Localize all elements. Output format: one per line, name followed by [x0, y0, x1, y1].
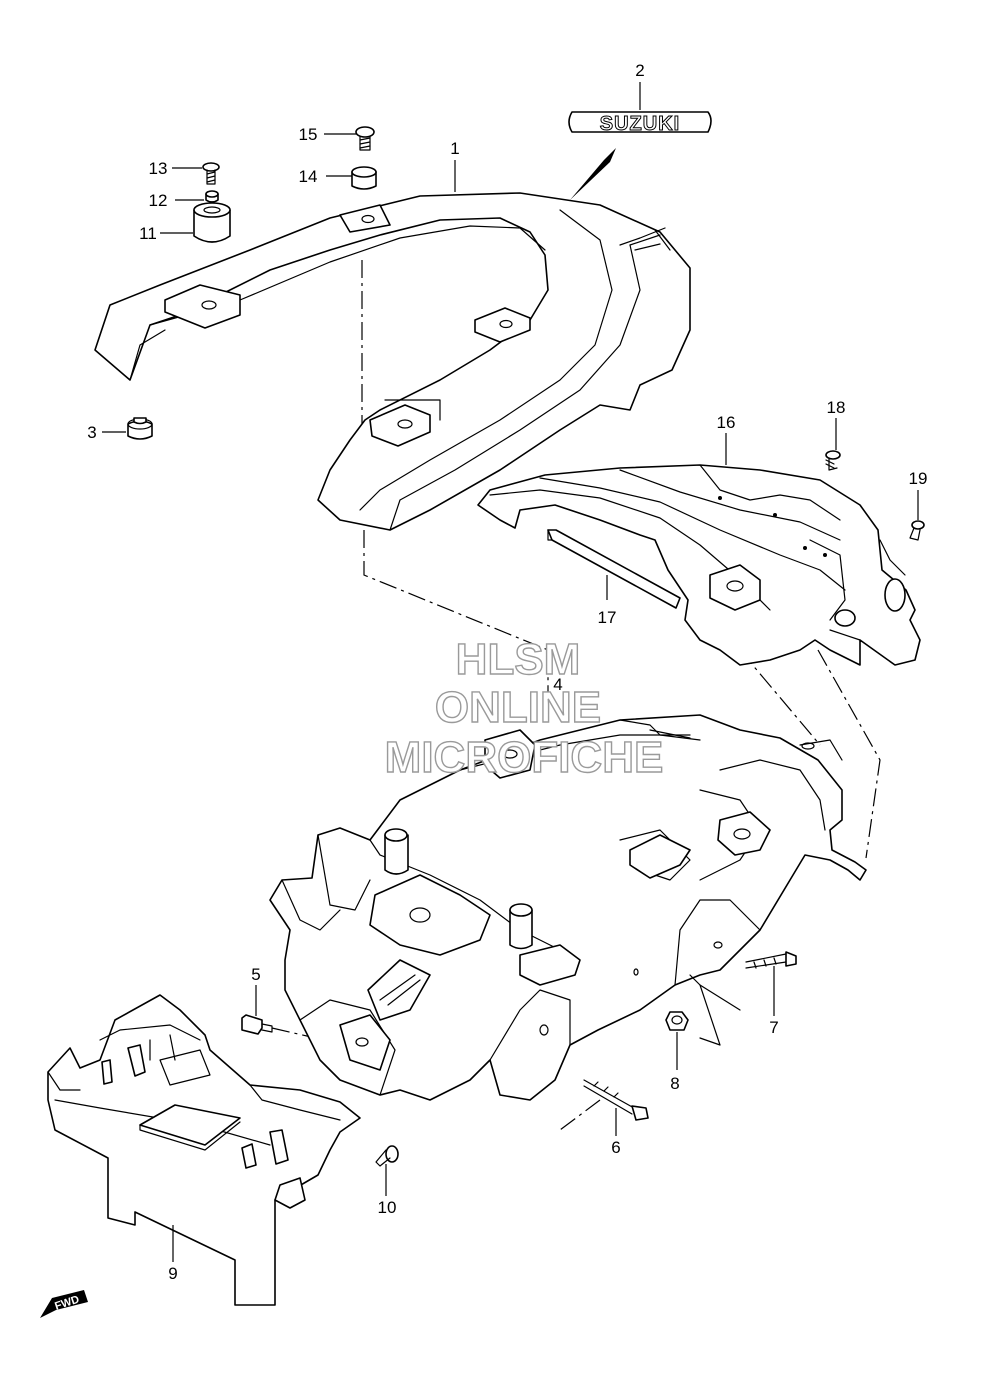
callout-numbers: 1 2 3 4 5 6 7 8 9 10 11 12 13 14 15 16 1… — [87, 61, 927, 1283]
part-13-screw — [202, 162, 220, 185]
callout-9: 9 — [168, 1264, 177, 1283]
part-19-screw — [909, 520, 925, 541]
part-18-screw — [825, 450, 841, 471]
part-3-cushion — [127, 417, 153, 440]
callout-16: 16 — [717, 413, 736, 432]
callout-14: 14 — [299, 167, 318, 186]
watermark-line-1: HLSM — [456, 635, 581, 684]
fwd-direction-arrow: FWD — [40, 1290, 88, 1318]
part-5-bolt — [241, 1014, 273, 1035]
callout-10: 10 — [378, 1198, 397, 1217]
callout-4: 4 — [553, 675, 562, 694]
part-12-spacer — [205, 190, 219, 203]
leader-lines — [102, 82, 919, 1262]
callout-15: 15 — [299, 125, 318, 144]
part-16-inner-fender — [477, 464, 921, 666]
callout-17: 17 — [598, 608, 617, 627]
callout-3: 3 — [87, 423, 96, 442]
part-6-bolt — [583, 1079, 649, 1121]
callout-12: 12 — [149, 191, 168, 210]
part-11-collar — [193, 202, 231, 243]
part-8-nut — [665, 1011, 689, 1031]
part-9-under-tray — [47, 994, 361, 1306]
part-7-bolt — [745, 951, 797, 969]
callout-6: 6 — [611, 1138, 620, 1157]
callout-13: 13 — [149, 159, 168, 178]
callout-5: 5 — [251, 965, 260, 984]
part-2-suzuki-emblem: SUZUKI — [568, 111, 712, 200]
part-14-grommet — [351, 166, 377, 190]
watermark-line-2: ONLINE — [435, 683, 601, 732]
callout-11: 11 — [139, 224, 157, 243]
callout-18: 18 — [827, 398, 846, 417]
part-17-strip — [547, 529, 681, 609]
callout-1: 1 — [450, 139, 459, 158]
callout-8: 8 — [670, 1074, 679, 1093]
part-1-seat-tail-cover — [94, 192, 691, 531]
part-10-clip — [375, 1145, 399, 1167]
fender-stay-bracket — [689, 974, 741, 1046]
callout-2: 2 — [635, 61, 644, 80]
callout-19: 19 — [909, 469, 928, 488]
callout-7: 7 — [769, 1018, 778, 1037]
fwd-label: FWD — [53, 1294, 81, 1313]
watermark-line-3: MICROFICHE — [385, 733, 664, 782]
part-15-bolt — [355, 126, 375, 151]
watermark: HLSM ONLINE MICROFICHE — [384, 634, 664, 782]
emblem-text: SUZUKI — [600, 113, 680, 135]
part-4-rear-fender — [269, 714, 867, 1101]
